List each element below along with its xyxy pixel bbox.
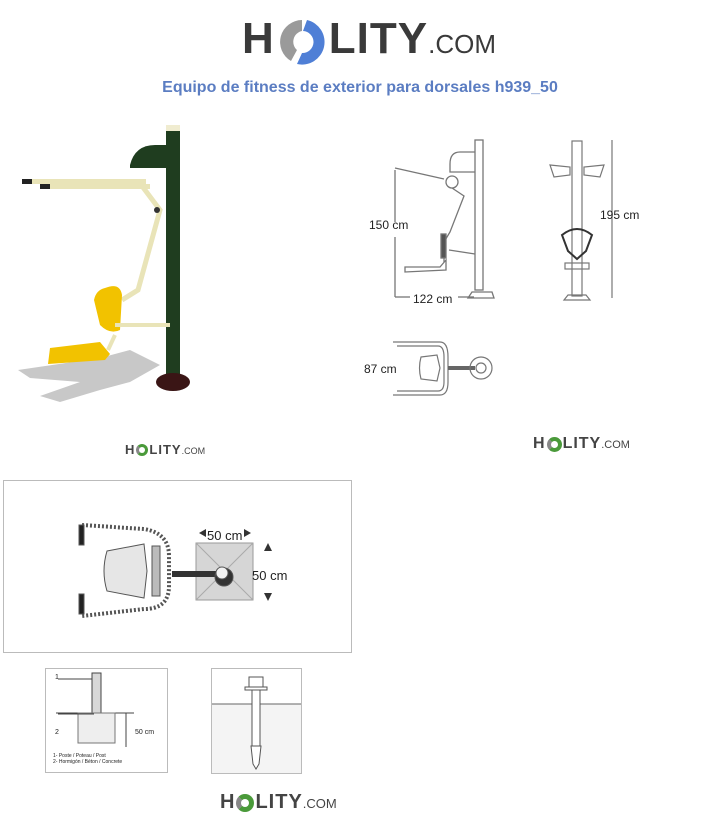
watermark-logo-3: H LITY .COM xyxy=(220,791,337,814)
top-view-drawing xyxy=(385,337,495,402)
product-render-image xyxy=(10,120,220,415)
side-view-drawing xyxy=(362,132,542,310)
logo-ring-icon xyxy=(136,443,149,456)
wm-domain: .COM xyxy=(601,439,630,451)
wm-prefix: H xyxy=(125,442,136,457)
front-view-drawing xyxy=(540,135,620,305)
side-length-label: 122 cm xyxy=(413,292,453,306)
footprint-diagram: 50 cm 50 cm xyxy=(3,480,352,653)
logo-letters-lity: LITY xyxy=(328,14,429,63)
foundation-depth-label: 50 cm xyxy=(135,729,155,736)
logo-ring-icon xyxy=(546,436,562,452)
foundation-legend-2: 2- Hormigón / Béton / Concrete xyxy=(53,759,123,765)
front-height-label: 195 cm xyxy=(600,208,640,222)
wm-domain: .COM xyxy=(181,446,206,456)
wm-suffix: LITY xyxy=(255,791,303,813)
logo-ring-icon xyxy=(277,17,327,67)
logo-ring-icon xyxy=(236,793,255,812)
wm-prefix: H xyxy=(533,435,546,452)
holity-logo[interactable]: H LITY .COM xyxy=(242,14,496,70)
foundation-marker-1: 1 xyxy=(55,674,59,681)
side-height-label: 150 cm xyxy=(369,218,409,232)
logo-domain: .COM xyxy=(428,29,496,59)
footprint-width-label: 50 cm xyxy=(207,528,243,543)
top-width-label: 87 cm xyxy=(364,362,397,376)
footprint-depth-label: 50 cm xyxy=(252,568,288,583)
wm-suffix: LITY xyxy=(149,442,182,457)
logo-letter-h: H xyxy=(242,14,275,63)
page-title: Equipo de fitness de exterior para dorsa… xyxy=(162,79,558,96)
foundation-diagram: 1 2 50 cm 1- Poste / Poteau / Post 2- Ho… xyxy=(45,668,168,773)
foundation-legend-1: 1- Poste / Poteau / Post xyxy=(53,753,106,759)
foundation-marker-2: 2 xyxy=(55,729,59,736)
wm-suffix: LITY xyxy=(562,435,602,452)
wm-prefix: H xyxy=(220,791,236,813)
wm-domain: .COM xyxy=(302,796,337,811)
watermark-logo-1: H LITY .COM xyxy=(125,442,205,457)
anchor-bolt-diagram xyxy=(211,668,302,774)
watermark-logo-2: H LITY .COM xyxy=(533,435,630,453)
